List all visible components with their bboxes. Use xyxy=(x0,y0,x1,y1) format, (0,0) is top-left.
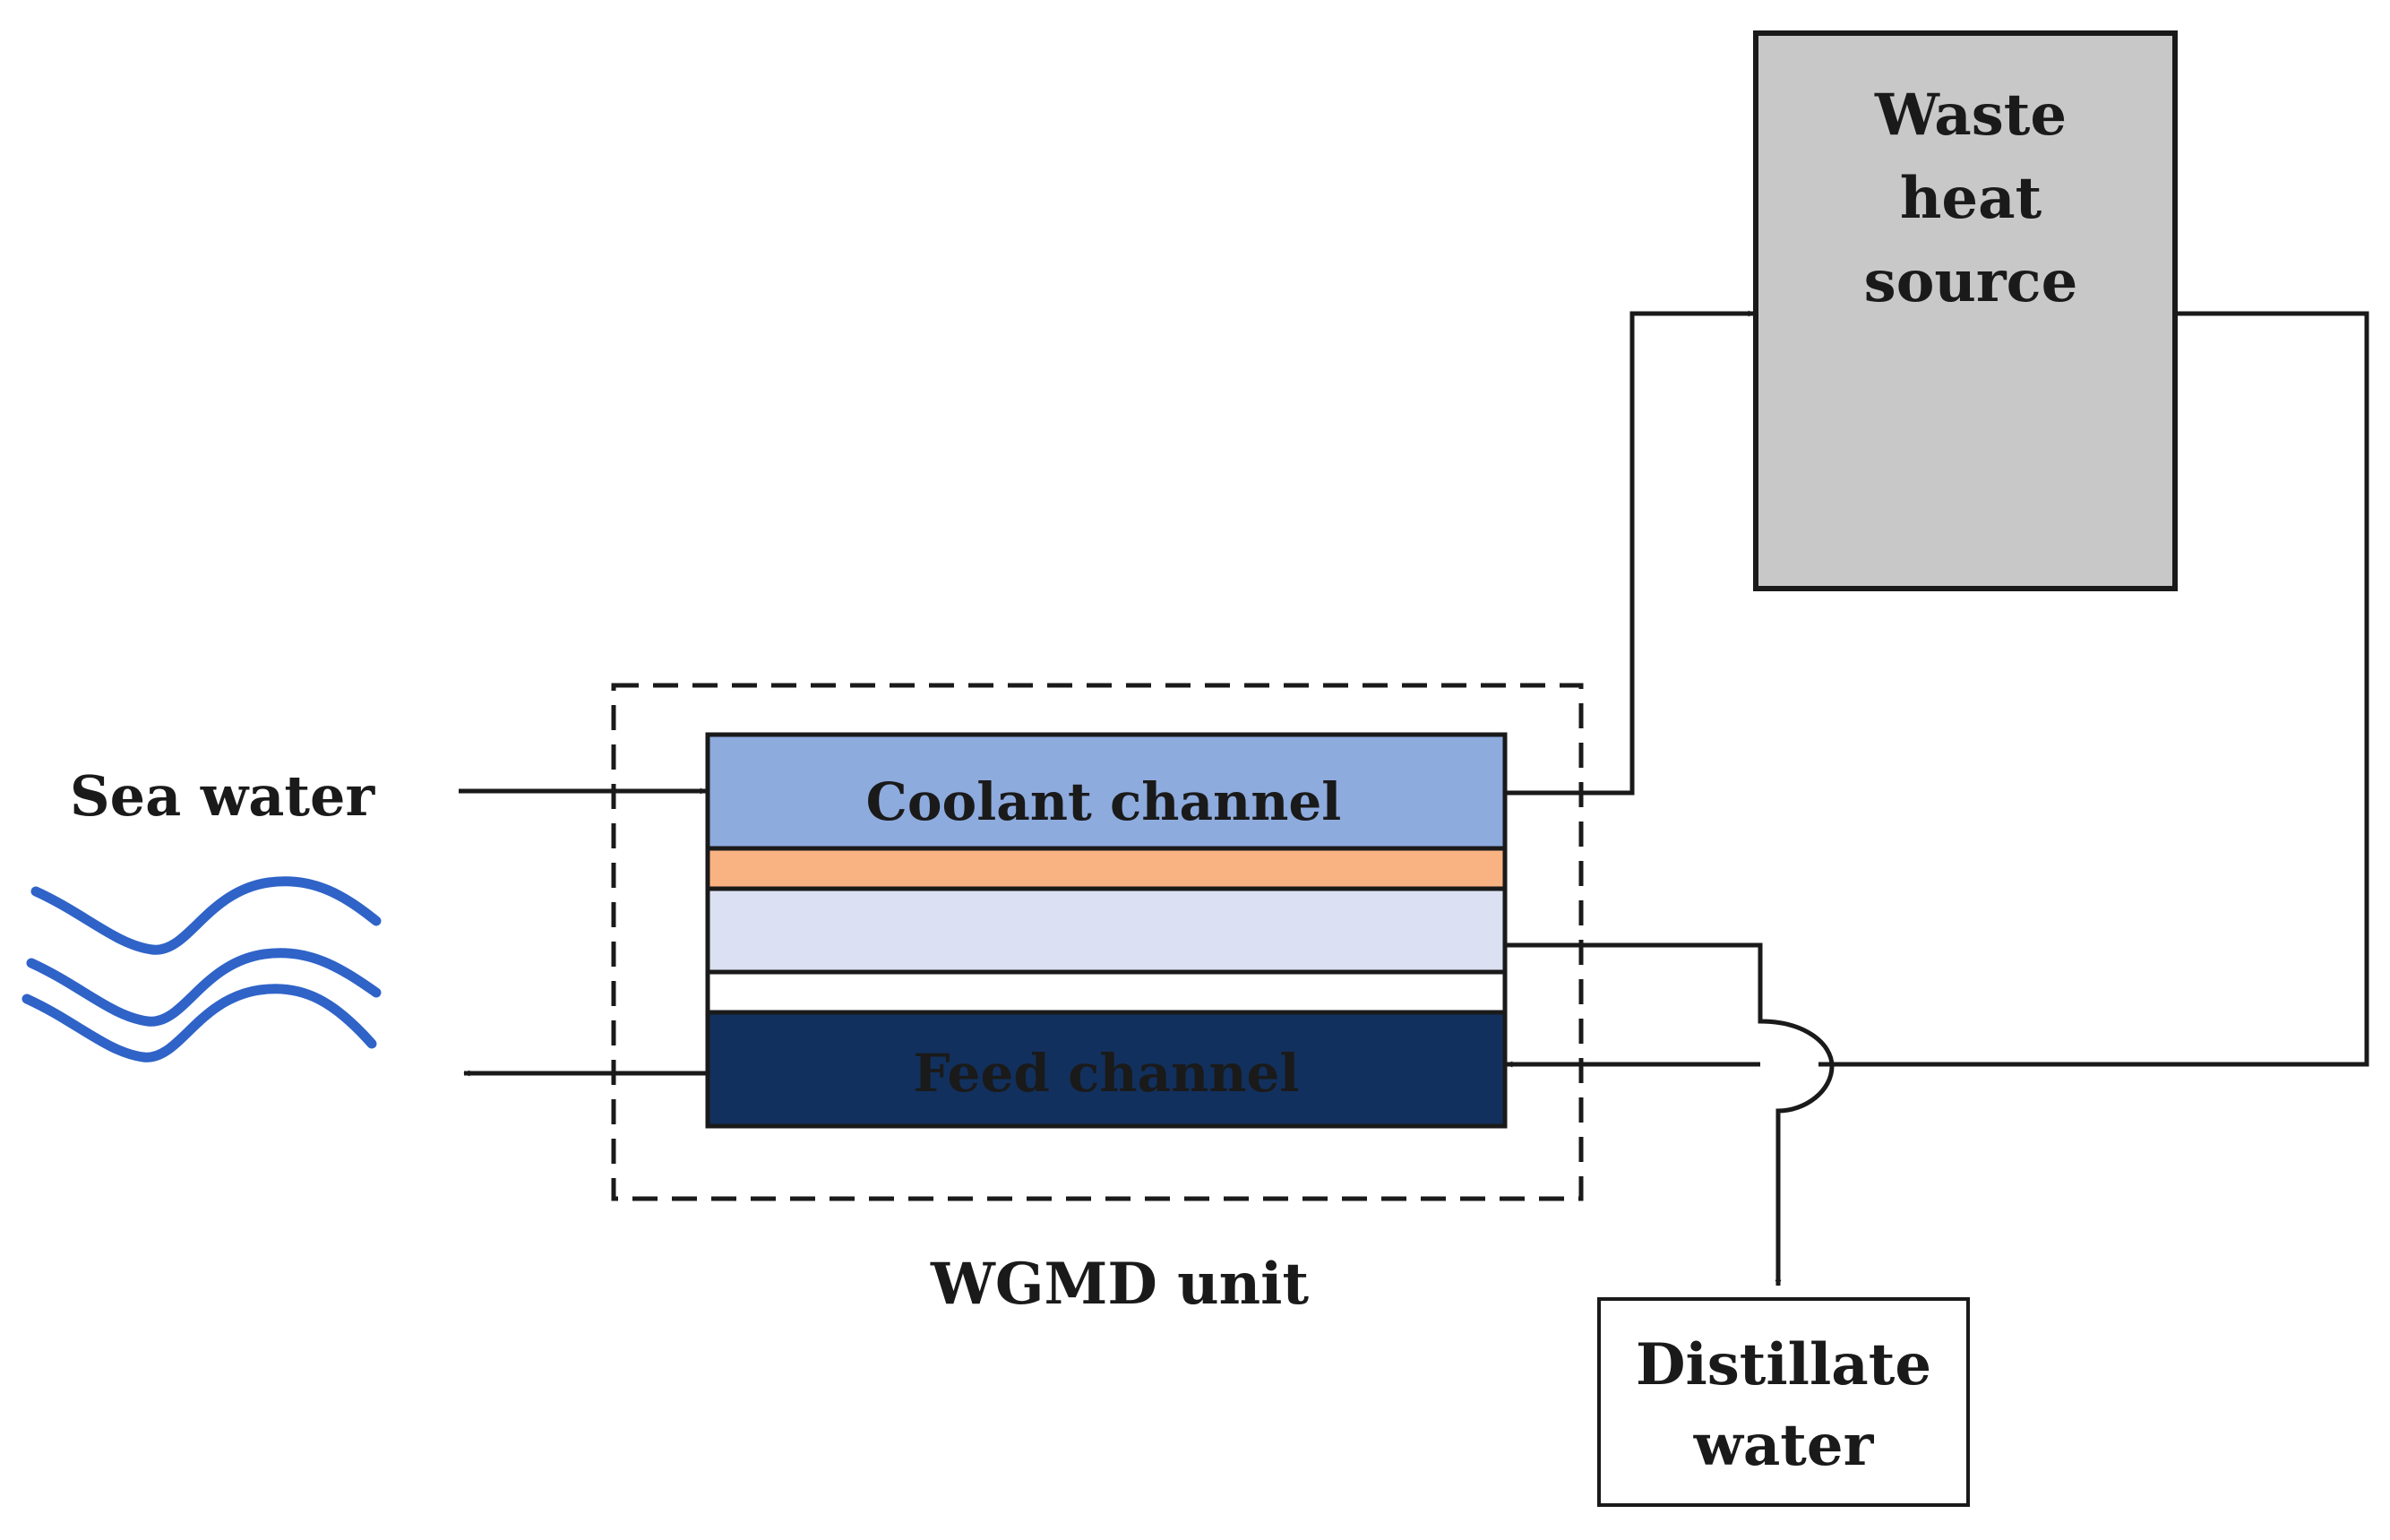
distillate-water-box xyxy=(1597,1297,1970,1507)
membrane xyxy=(705,969,1508,1015)
waste-heat-source-label-line3: source xyxy=(1864,248,2078,315)
distillate-water-label-line1: Distillate xyxy=(1636,1331,1931,1398)
wgmd-unit-label: WGMD unit xyxy=(930,1251,1310,1318)
distillate-line xyxy=(1505,942,1835,1286)
wgmd-unit-boundary xyxy=(611,683,1584,1201)
feed-channel-label: Feed channel xyxy=(914,1043,1300,1104)
waste-heat-source-label-line2: heat xyxy=(1900,165,2042,232)
coolant-channel xyxy=(705,732,1508,851)
sea-water-label: Sea water xyxy=(70,763,376,829)
condensing-plate xyxy=(705,846,1508,891)
waste-heat-source-box xyxy=(1753,30,2178,591)
distillate-water-label-line2: water xyxy=(1693,1412,1875,1479)
sea-water-waves-icon xyxy=(21,876,382,1063)
waste-heat-source-label-line1: Waste xyxy=(1874,82,2067,149)
coolant-channel-label: Coolant channel xyxy=(866,771,1342,832)
feed-channel xyxy=(705,1010,1508,1129)
wgmd-module xyxy=(705,732,1508,1129)
coolant-to-heat-source-line xyxy=(1505,310,1755,796)
heat-source-to-feed-line xyxy=(1818,311,2369,1067)
air-gap xyxy=(705,886,1508,975)
